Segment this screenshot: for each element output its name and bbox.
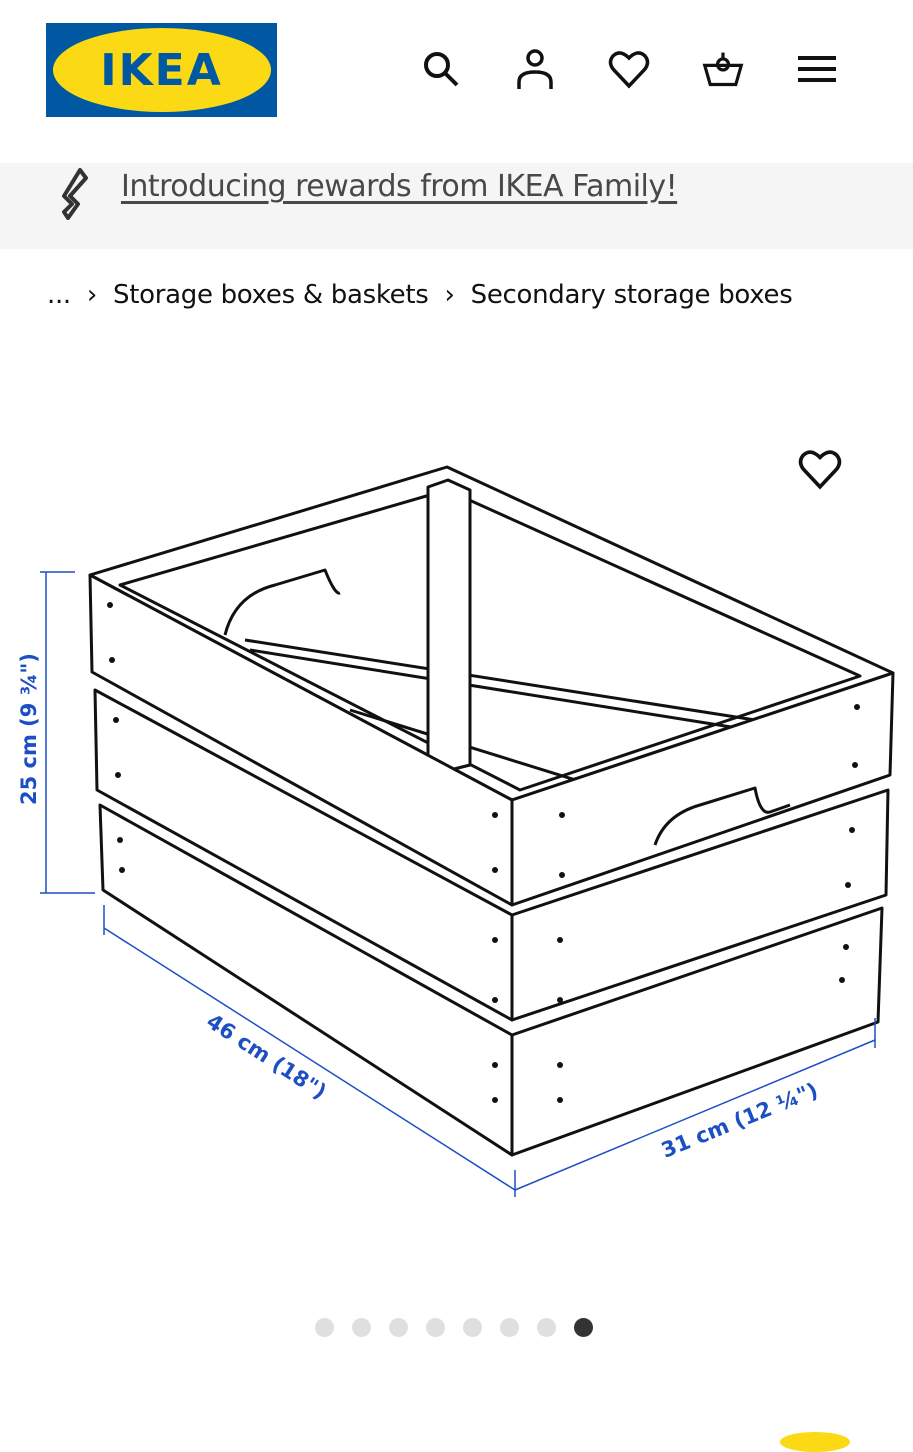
breadcrumb-ellipsis[interactable]: ... <box>47 280 71 310</box>
basket-icon[interactable] <box>702 46 744 92</box>
carousel-dot[interactable] <box>500 1318 519 1337</box>
carousel-pagination <box>315 1318 593 1337</box>
carousel-dot[interactable] <box>426 1318 445 1337</box>
ikea-family-icon <box>62 168 88 220</box>
user-icon[interactable] <box>514 46 556 92</box>
carousel-dot[interactable] <box>389 1318 408 1337</box>
height-dimension-label: 25 cm (9 ¾") <box>17 653 41 805</box>
logo-text: IKEA <box>100 44 223 96</box>
menu-icon[interactable] <box>796 46 838 92</box>
family-rewards-link[interactable]: Introducing rewards from IKEA Family! <box>121 169 678 204</box>
carousel-dot[interactable] <box>574 1318 593 1337</box>
carousel-dot[interactable] <box>352 1318 371 1337</box>
chevron-right-icon: › <box>86 280 98 310</box>
header: IKEA <box>0 0 913 163</box>
product-image[interactable]: 25 cm (9 ¾") 46 cm (18") 31 cm (12 ¼") <box>0 420 913 1240</box>
carousel-dot[interactable] <box>463 1318 482 1337</box>
family-banner: Introducing rewards from IKEA Family! <box>0 163 913 249</box>
floating-action-button[interactable] <box>780 1432 850 1452</box>
breadcrumb-item[interactable]: Secondary storage boxes <box>470 280 793 310</box>
chevron-right-icon: › <box>444 280 455 310</box>
add-to-favourites-button[interactable] <box>797 448 843 494</box>
breadcrumb-item[interactable]: Storage boxes & baskets <box>113 280 429 310</box>
carousel-dot[interactable] <box>315 1318 334 1337</box>
carousel-dot[interactable] <box>537 1318 556 1337</box>
search-icon[interactable] <box>420 46 462 92</box>
ikea-logo[interactable]: IKEA <box>46 23 277 117</box>
heart-icon <box>798 450 842 490</box>
breadcrumb: ... › Storage boxes & baskets › Secondar… <box>47 280 793 310</box>
heart-icon[interactable] <box>608 46 650 92</box>
